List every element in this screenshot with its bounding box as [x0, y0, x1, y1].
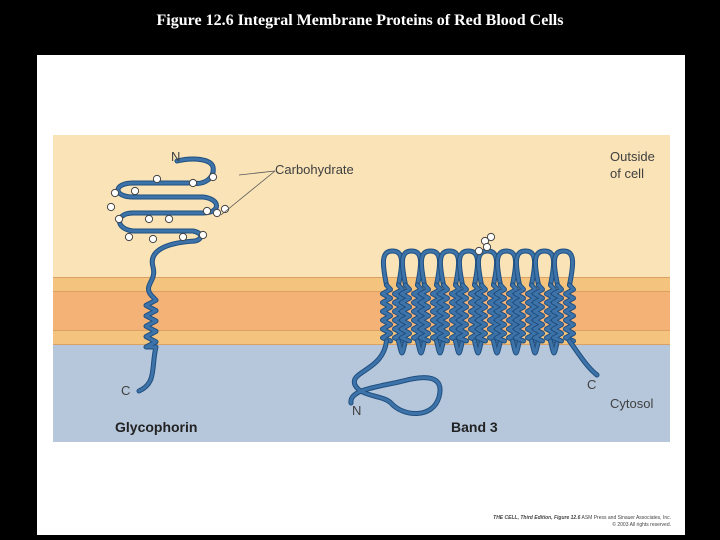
outside-label-line2: of cell [610, 166, 644, 181]
band3-helix [438, 283, 449, 343]
band3-n-tail [349, 339, 442, 416]
outside-label-line1: Outside [610, 149, 655, 164]
band3-n-terminus-label: N [352, 403, 362, 418]
glycophorin-label: Glycophorin [115, 419, 198, 435]
band3-helix [431, 283, 442, 343]
band3-helix [419, 283, 430, 343]
band3-helix [381, 283, 392, 343]
band3-c-terminus-label: C [587, 377, 597, 392]
band3-helix [400, 283, 411, 343]
protein-drawing [106, 156, 600, 416]
sugar-bead [188, 178, 198, 188]
carbohydrate-pointer-line [238, 170, 276, 176]
sugar-bead [152, 174, 162, 184]
band3-helix [488, 283, 499, 343]
band3-cytoplasmic-loop [511, 339, 521, 355]
slide-title: Figure 12.6 Integral Membrane Proteins o… [156, 12, 564, 29]
carbohydrate-pointer-line [220, 170, 276, 216]
band3-cytoplasmic-loop [530, 339, 540, 355]
band3-helix [393, 283, 404, 343]
sugar-bead [148, 234, 158, 244]
band3-helix [564, 283, 575, 343]
band3-helix [412, 283, 423, 343]
outside-of-cell-label: Outside of cell [610, 148, 655, 182]
band3-cytoplasmic-loop [416, 339, 426, 355]
band3-helix [533, 283, 544, 343]
band3-helix [545, 283, 556, 343]
sugar-bead [208, 172, 218, 182]
band3-helix [457, 283, 468, 343]
sugar-bead [124, 232, 134, 242]
sugar-bead [482, 242, 492, 252]
band3-carbohydrates [474, 232, 496, 256]
band3-protein [348, 248, 600, 416]
sugar-bead [114, 214, 124, 224]
band3-helix [469, 283, 480, 343]
band3-helix [495, 283, 506, 343]
credit-publisher: ASM Press and Sinauer Associates, Inc. [581, 515, 672, 521]
sugar-bead [164, 214, 174, 224]
band3-cytoplasmic-loop [397, 339, 407, 355]
figure-panel: N Carbohydrate Outside of cell C N C Cyt… [37, 55, 685, 535]
glycophorin-protein [115, 156, 219, 394]
band3-helix [507, 283, 518, 343]
band3-extracellular-loop [552, 249, 575, 287]
band3-helix [526, 283, 537, 343]
membrane-figure: N Carbohydrate Outside of cell C N C Cyt… [53, 135, 670, 442]
sugar-bead [178, 232, 188, 242]
glycophorin-carbohydrates [106, 172, 230, 244]
sugar-bead [130, 186, 140, 196]
band3-cytoplasmic-loop [473, 339, 483, 355]
band3-cytoplasmic-loop [549, 339, 559, 355]
figure-credit: THE CELL, Third Edition, Figure 12.6 ASM… [493, 515, 671, 529]
sugar-bead [198, 230, 208, 240]
band3-helix [450, 283, 461, 343]
sugar-bead [486, 232, 496, 242]
band3-cytoplasmic-loop [435, 339, 445, 355]
sugar-bead [106, 202, 116, 212]
carbohydrate-label: Carbohydrate [275, 162, 354, 177]
glycophorin-n-terminus-label: N [171, 149, 181, 164]
band3-helix [552, 283, 563, 343]
band3-helix [514, 283, 525, 343]
sugar-bead [202, 206, 212, 216]
credit-source: THE CELL, Third Edition, Figure 12.6 [493, 515, 581, 521]
sugar-bead [110, 188, 120, 198]
band3-cytoplasmic-loop [454, 339, 464, 355]
band3-label: Band 3 [451, 419, 498, 435]
sugar-bead [144, 214, 154, 224]
band3-cytoplasmic-loop [492, 339, 502, 355]
cytosol-label: Cytosol [610, 396, 654, 411]
glycophorin-c-terminus-label: C [121, 383, 131, 398]
glycophorin-chain [116, 157, 218, 393]
credit-copyright: © 2003 All rights reserved. [612, 522, 671, 528]
band3-c-tail [568, 339, 599, 377]
sugar-bead [474, 246, 484, 256]
band3-helix [476, 283, 487, 343]
sugar-bead [212, 208, 222, 218]
